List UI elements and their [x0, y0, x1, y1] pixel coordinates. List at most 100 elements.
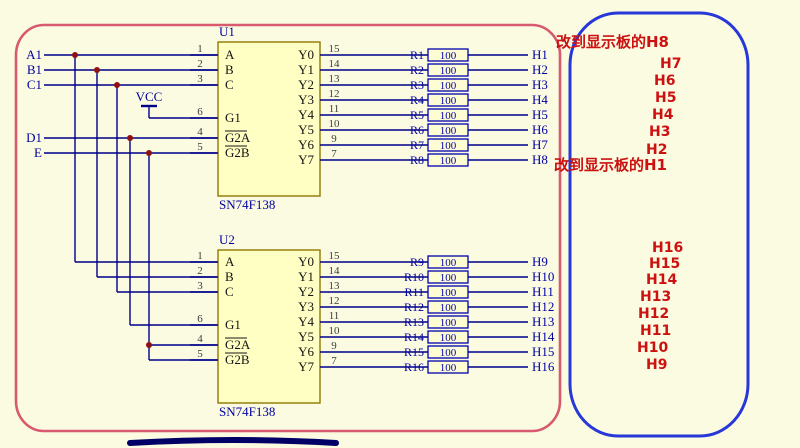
input-label-d1: D1	[26, 130, 42, 145]
net-label: H15	[532, 344, 554, 359]
input-label-c1: C1	[27, 77, 42, 92]
annotation-net-label: H4	[652, 107, 674, 123]
junction-dot	[94, 67, 100, 73]
resistor-value: 100	[440, 80, 457, 92]
resistor-value: 100	[440, 155, 457, 167]
resistor-reference: R9	[410, 255, 424, 269]
pin-number: 11	[329, 310, 340, 322]
pin-name: Y5	[298, 329, 314, 344]
pin-name: Y6	[298, 137, 314, 152]
pin-number: 15	[329, 43, 341, 55]
net-label: H11	[532, 284, 554, 299]
pin-number: 9	[331, 133, 337, 145]
resistor-reference: R11	[404, 285, 424, 299]
net-label: H5	[532, 107, 548, 122]
annotation-net-label: H5	[655, 90, 676, 106]
annotation-net-label: H10	[637, 340, 668, 356]
pin-name: Y7	[298, 359, 314, 374]
pin-name: Y2	[298, 284, 314, 299]
resistor-value: 100	[440, 347, 457, 359]
pin-number: 2	[197, 58, 203, 70]
resistor-reference: R8	[410, 153, 424, 167]
pin-name: Y3	[298, 92, 314, 107]
resistor-value: 100	[440, 287, 457, 299]
input-wiring	[44, 54, 218, 361]
resistor-reference: R6	[410, 123, 424, 137]
blue-marker-outline	[568, 11, 750, 438]
pin-number: 1	[197, 250, 203, 262]
pin-name: G2B	[225, 145, 250, 160]
net-label: H12	[532, 299, 554, 314]
pin-number: 14	[329, 58, 341, 70]
pin-name: Y1	[298, 269, 314, 284]
net-label: H6	[532, 122, 548, 137]
resistor-value: 100	[440, 125, 457, 137]
pin-name: Y0	[298, 254, 314, 269]
net-label: H3	[532, 77, 548, 92]
pin-name: Y3	[298, 299, 314, 314]
bottom-marker-stroke	[127, 437, 339, 446]
annotation-net-label: H6	[654, 73, 675, 89]
annotation-net-label: H12	[638, 306, 669, 322]
pin-number: 2	[197, 265, 203, 277]
annotation-net-label: H7	[660, 56, 681, 72]
pin-name: G1	[225, 110, 241, 125]
pin-name: A	[225, 254, 235, 269]
net-label: H7	[532, 137, 548, 152]
net-label: H2	[532, 62, 548, 77]
resistor-reference: R3	[410, 78, 424, 92]
ic-body	[217, 41, 321, 197]
resistor-reference: R15	[404, 345, 424, 359]
annotation-net-label: H16	[652, 240, 683, 256]
resistor-value: 100	[440, 317, 457, 329]
pin-number: 5	[197, 348, 203, 360]
pin-number: 14	[329, 265, 341, 277]
annotation-net-label: H15	[649, 256, 680, 272]
pin-name: Y2	[298, 77, 314, 92]
net-label: H16	[532, 359, 555, 374]
resistor-reference: R5	[410, 108, 424, 122]
pin-number: 6	[197, 313, 203, 325]
resistor-value: 100	[440, 362, 457, 374]
resistor-value: 100	[440, 257, 457, 269]
junction-dots	[72, 52, 152, 348]
pin-name: G2A	[225, 337, 251, 352]
red-marker-outline	[14, 23, 562, 433]
pin-number: 1	[197, 43, 203, 55]
pin-number: 6	[197, 106, 203, 118]
net-label: H10	[532, 269, 554, 284]
annotation-net-label: H11	[640, 323, 671, 339]
input-label-b1: B1	[27, 62, 42, 77]
pin-name: Y7	[298, 152, 314, 167]
junction-dot	[114, 82, 120, 88]
pin-number: 10	[329, 325, 341, 337]
resistor-value: 100	[440, 110, 457, 122]
junction-dot	[127, 135, 133, 141]
junction-dot	[72, 52, 78, 58]
annotation-bottom-note: 改到显示板的H1	[554, 156, 667, 174]
net-label: H8	[532, 152, 548, 167]
pin-number: 4	[197, 333, 203, 345]
resistor-reference: R10	[404, 270, 424, 284]
resistor-value: 100	[440, 332, 457, 344]
resistor-value: 100	[440, 95, 457, 107]
pin-name: Y5	[298, 122, 314, 137]
resistor-reference: R2	[410, 63, 424, 77]
pin-name: A	[225, 47, 235, 62]
junction-dot	[146, 150, 152, 156]
pin-number: 10	[329, 118, 341, 130]
pin-name: G2B	[225, 352, 250, 367]
pin-name: Y4	[298, 314, 314, 329]
annotation-net-label: H13	[640, 289, 671, 305]
pin-number: 3	[197, 73, 203, 85]
pin-number: 11	[329, 103, 340, 115]
resistor-value: 100	[440, 65, 457, 77]
pin-name: B	[225, 62, 234, 77]
pin-name: C	[225, 77, 234, 92]
pin-name: Y4	[298, 107, 314, 122]
resistor-value: 100	[440, 302, 457, 314]
resistor-reference: R13	[404, 315, 424, 329]
pin-name: G1	[225, 317, 241, 332]
